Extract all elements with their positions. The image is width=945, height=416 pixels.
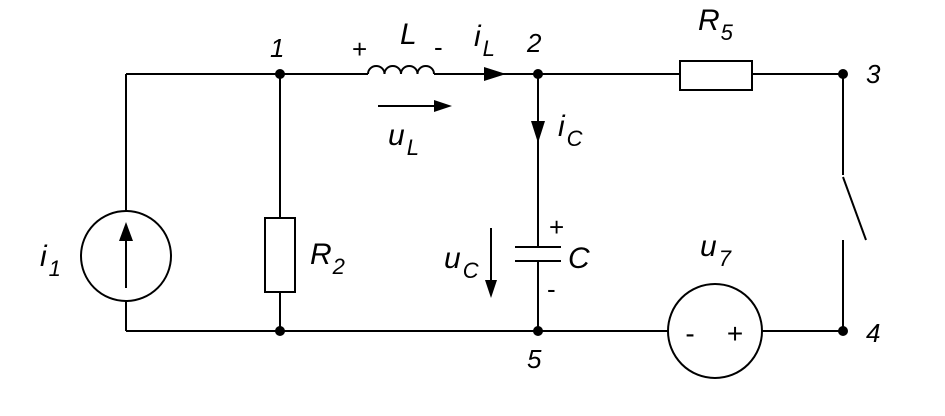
resistor-r5-subscript: 5 (721, 20, 734, 45)
current-source-subscript: 1 (49, 256, 61, 281)
voltage-uC-symbol: u (444, 242, 461, 275)
node-label-1: 1 (270, 33, 284, 63)
switch (842, 176, 867, 241)
node-label-2: 2 (526, 28, 542, 58)
junction-node2 (533, 69, 543, 79)
voltage-uC-subscript: C (463, 258, 479, 283)
current-iC-arrow-icon (531, 121, 545, 143)
current-source-label: i1 (40, 240, 61, 281)
voltage-uL-arrow (378, 100, 452, 112)
resistor-r2 (264, 217, 296, 293)
resistor-r5 (679, 60, 753, 91)
resistor-r2-label: R2 (310, 238, 345, 279)
voltage-source: - + (667, 283, 763, 379)
junction-r2-bottom (275, 326, 285, 336)
node-label-4: 4 (866, 318, 880, 348)
voltage-uL-label: uL (388, 119, 419, 160)
voltage-uC-label: uC (444, 242, 479, 283)
current-iL-label: iL (474, 20, 495, 61)
current-iL-symbol: i (474, 20, 482, 53)
junctions (275, 69, 848, 336)
current-iL-subscript: L (483, 36, 495, 61)
capacitor-minus: - (547, 274, 556, 304)
voltage-source-circle (667, 283, 763, 379)
voltage-source-subscript: 7 (719, 246, 732, 271)
resistor-r2-symbol: R (310, 238, 332, 271)
voltage-uC-arrow (485, 228, 497, 298)
voltage-uC-arrowhead-icon (485, 280, 497, 298)
capacitor-plus: + (549, 212, 564, 242)
junction-node3 (838, 69, 848, 79)
wires (125, 73, 844, 332)
voltage-source-minus: - (685, 318, 694, 349)
capacitor (515, 246, 561, 262)
junction-node4 (838, 326, 848, 336)
resistor-r2-subscript: 2 (332, 254, 345, 279)
voltage-source-label: u7 (700, 230, 732, 271)
inductor-plus: + (352, 34, 367, 64)
current-iC-symbol: i (558, 110, 566, 143)
voltage-uL-arrowhead-icon (434, 100, 452, 112)
voltage-source-symbol: u (700, 230, 717, 263)
junction-node1 (275, 69, 285, 79)
node-label-5: 5 (527, 344, 542, 374)
inductor-minus: - (434, 32, 443, 62)
inductor (367, 65, 435, 75)
resistor-r5-label: R5 (698, 4, 734, 45)
voltage-uL-symbol: u (388, 119, 405, 152)
capacitor-label: C (568, 242, 590, 275)
current-iC-subscript: C (567, 126, 583, 151)
inductor-label: L (400, 18, 417, 51)
current-iC-label: iC (558, 110, 583, 151)
voltage-uL-subscript: L (407, 135, 419, 160)
current-source (80, 210, 172, 302)
current-iL-arrow-icon (484, 67, 506, 81)
resistor-r5-symbol: R (698, 4, 720, 37)
voltage-source-plus: + (727, 318, 743, 349)
current-source-arrowhead-icon (119, 222, 133, 241)
junction-node5 (533, 326, 543, 336)
node-label-3: 3 (866, 59, 881, 89)
current-source-symbol: i (40, 240, 48, 273)
